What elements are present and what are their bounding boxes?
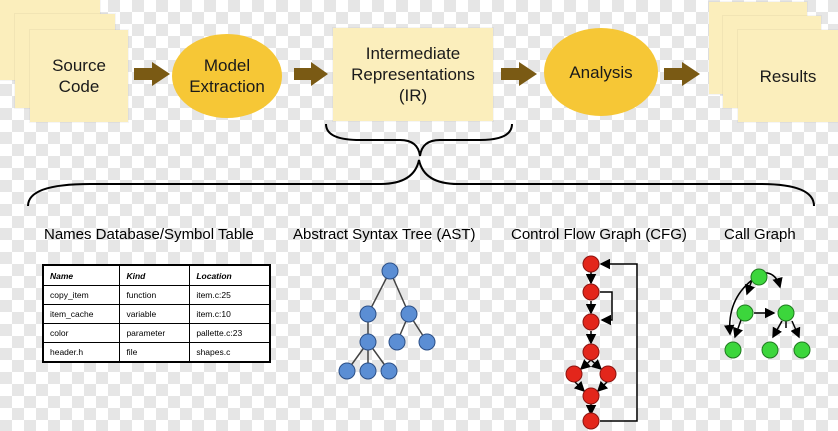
section-title-cfg: Control Flow Graph (CFG) [511, 226, 687, 243]
call-node [777, 304, 795, 322]
arrow-right-icon [134, 62, 170, 86]
call-edge [745, 279, 755, 296]
cfg-node [582, 255, 600, 273]
cfg-edge [596, 380, 609, 393]
ast-node [359, 305, 377, 323]
call-edge [723, 279, 753, 336]
cfg-edge [579, 359, 592, 371]
ast-node [359, 333, 377, 351]
arrow-right-icon [664, 62, 700, 86]
ast-node [359, 362, 377, 380]
call-node [724, 341, 742, 359]
model-extraction-oval: Model Extraction [172, 34, 282, 118]
table-cell: file [119, 342, 191, 363]
source-code-label: Source Code [52, 56, 106, 96]
table-cell: color [42, 323, 121, 343]
cfg-node [582, 313, 600, 331]
call-edge [790, 320, 801, 339]
table-row: copy_item function item.c:25 [42, 285, 271, 305]
results-label: Results [759, 66, 817, 86]
call-node [761, 341, 779, 359]
cfg-node [565, 365, 583, 383]
ast-node [418, 333, 436, 351]
cfg-node [582, 283, 600, 301]
ast-node [388, 333, 406, 351]
ast-node [400, 305, 418, 323]
call-node [736, 304, 754, 322]
table-row: item_cache variable item.c:10 [42, 304, 271, 324]
ast-node [381, 262, 399, 280]
table-cell: shapes.c [189, 342, 271, 363]
cfg-node [582, 387, 600, 405]
ir-card [333, 28, 493, 121]
call-edge [733, 319, 743, 339]
symbol-table: Name Kind Location copy_item function it… [42, 264, 271, 363]
cfg-node [582, 412, 600, 430]
results-card [738, 30, 838, 122]
cfg-node [599, 365, 617, 383]
cfg-return-edge [599, 258, 638, 422]
ast-node [338, 362, 356, 380]
table-header-row: Name Kind Location [42, 264, 271, 286]
cfg-edge [573, 380, 586, 393]
arrow-right-icon [501, 62, 537, 86]
table-cell: pallette.c:23 [189, 323, 271, 343]
call-node [793, 341, 811, 359]
table-row: header.h file shapes.c [42, 342, 271, 363]
sections-brace [27, 159, 815, 207]
call-edge [772, 320, 783, 339]
table-row: color parameter pallette.c:23 [42, 323, 271, 343]
call-node [750, 268, 768, 286]
ir-label: Intermediate Representations (IR) [351, 44, 475, 105]
cfg-loop-edge [600, 291, 613, 326]
section-title-names-database: Names Database/Symbol Table [44, 226, 254, 243]
analysis-oval: Analysis [544, 28, 658, 116]
arrow-right-icon [294, 62, 328, 86]
table-cell: header.h [42, 342, 121, 363]
section-title-call-graph: Call Graph [724, 226, 796, 243]
source-code-card [30, 30, 128, 122]
section-title-ast: Abstract Syntax Tree (AST) [293, 226, 476, 243]
ast-node [380, 362, 398, 380]
cfg-node [582, 343, 600, 361]
cfg-edge [590, 359, 603, 371]
ir-brace [325, 123, 513, 157]
